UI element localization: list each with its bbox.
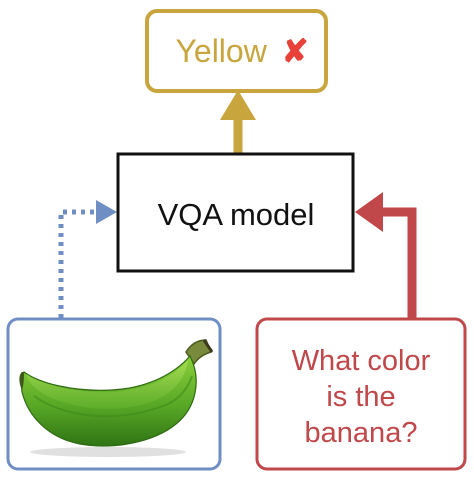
output-answer-label: Yellow xyxy=(175,33,267,69)
edge-question-to-model xyxy=(355,192,417,318)
question-line-1: What color xyxy=(292,345,431,377)
arrowhead-right-blue-icon xyxy=(96,200,117,224)
banana-icon xyxy=(19,339,214,457)
question-input-box xyxy=(255,317,467,471)
image-input-node xyxy=(6,317,222,471)
output-answer-box xyxy=(145,9,328,93)
edge-image-to-model xyxy=(58,200,117,318)
output-answer-node: Yellow ✘ xyxy=(145,9,328,93)
edge-model-to-output xyxy=(220,90,256,154)
vqa-model-node: VQA model xyxy=(116,152,355,273)
question-input-node: What color is the banana? xyxy=(255,317,467,471)
question-line-3: banana? xyxy=(305,417,418,449)
arrowhead-left-red-icon xyxy=(355,192,383,232)
vqa-model-label: VQA model xyxy=(158,197,315,232)
vqa-model-box xyxy=(116,152,355,273)
arrowhead-up-icon xyxy=(220,90,256,120)
svg-text:Yellow ✘: Yellow ✘ xyxy=(175,33,308,69)
wrong-answer-icon: ✘ xyxy=(282,33,309,69)
question-line-2: is the xyxy=(326,381,395,413)
